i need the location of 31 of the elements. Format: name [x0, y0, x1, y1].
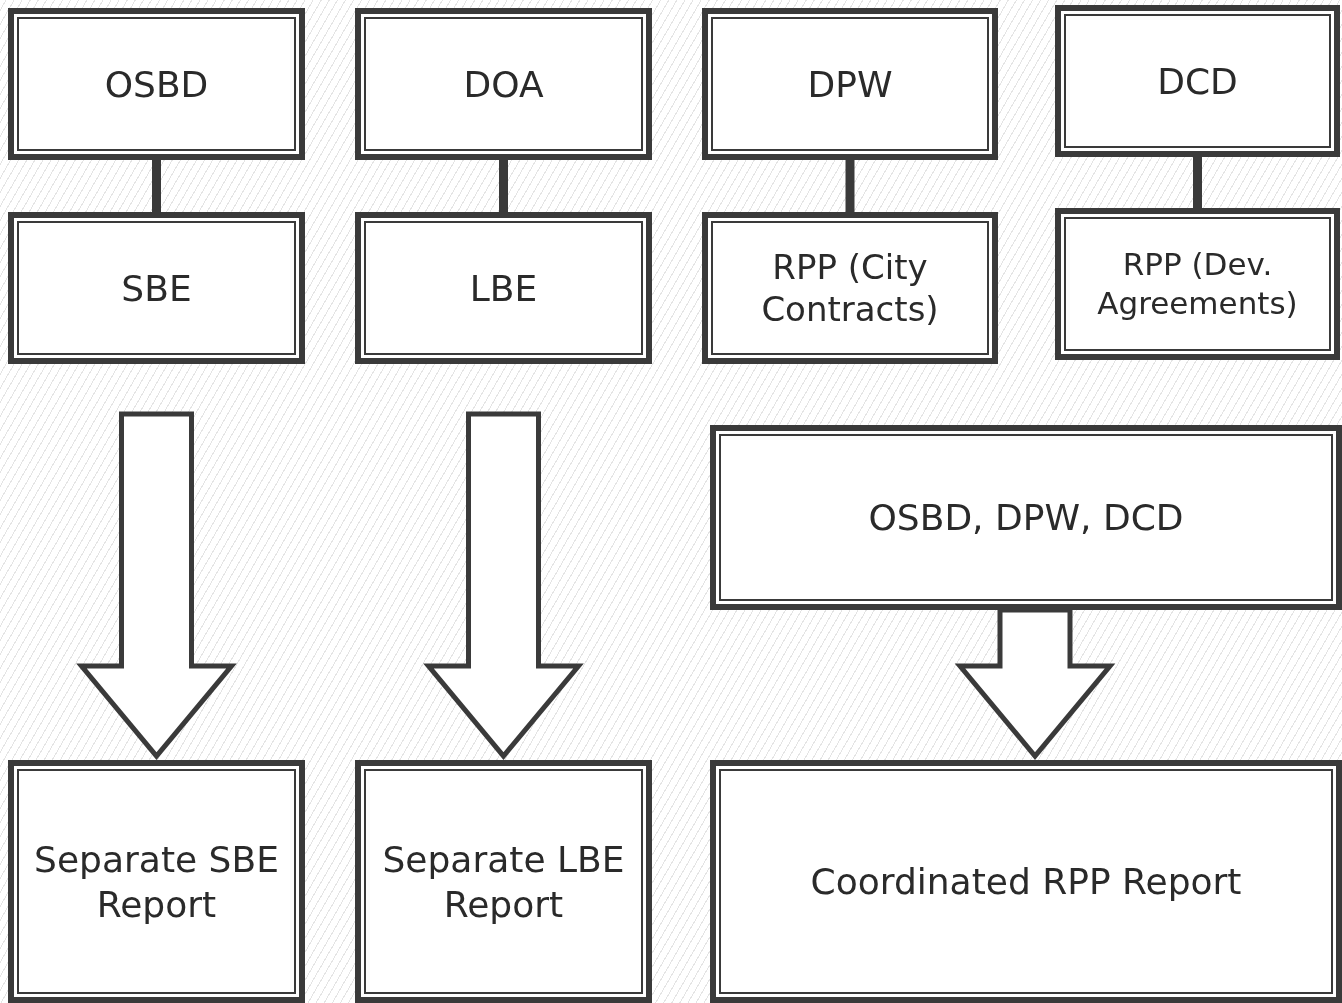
process-box [8, 212, 305, 364]
process-box [702, 212, 998, 364]
box-label: OSBD [104, 62, 209, 107]
block-arrow [954, 607, 1116, 760]
connector-line [1193, 157, 1202, 208]
connector-line [152, 160, 161, 212]
box-label: DPW [807, 62, 893, 107]
process-box [8, 760, 305, 1003]
block-arrow [76, 411, 237, 760]
process-box [8, 8, 305, 160]
process-box [1055, 208, 1340, 360]
process-box [710, 760, 1342, 1003]
process-box [355, 760, 652, 1003]
box-label: LBE [469, 266, 538, 311]
box-label: Separate SBE Report [33, 837, 280, 927]
box-label: RPP (Dev. Agreements) [1096, 245, 1299, 323]
box-label: OSBD, DPW, DCD [868, 496, 1184, 540]
block-arrow [423, 411, 584, 760]
box-label: DCD [1157, 59, 1238, 104]
process-box [702, 8, 998, 160]
box-label: Coordinated RPP Report [810, 860, 1242, 904]
box-label: SBE [121, 266, 192, 311]
box-label: DOA [463, 62, 544, 107]
connector-line [845, 160, 855, 212]
process-box [355, 8, 652, 160]
box-label: RPP (City Contracts) [760, 245, 940, 331]
process-box [710, 425, 1342, 610]
process-box [355, 212, 652, 364]
process-box [1055, 5, 1340, 157]
box-label: Separate LBE Report [381, 837, 626, 927]
connector-line [499, 160, 508, 212]
